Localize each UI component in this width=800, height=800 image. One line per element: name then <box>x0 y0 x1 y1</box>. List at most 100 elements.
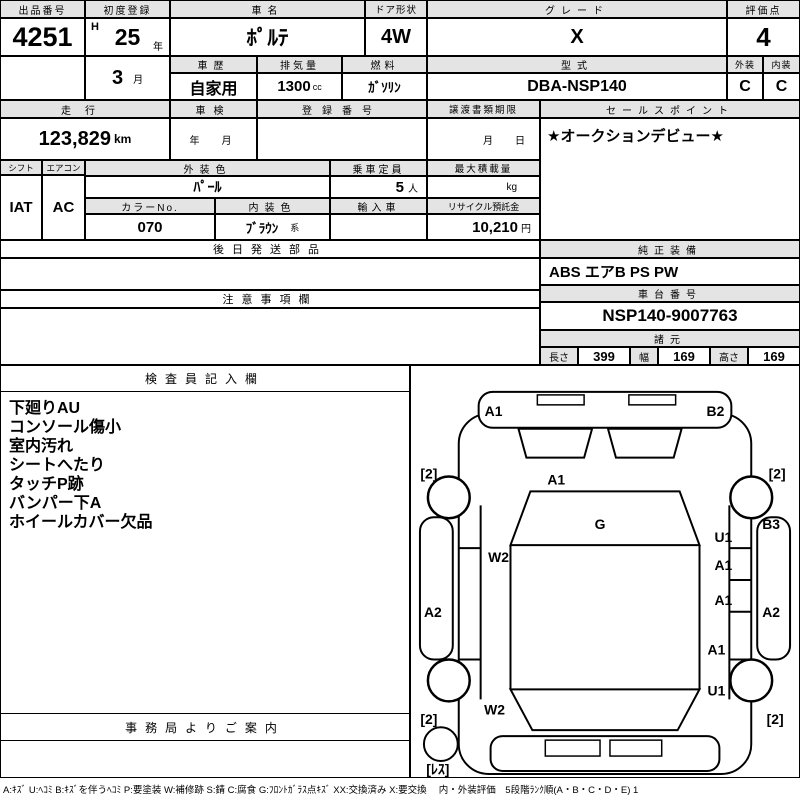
history-header: 車歴 <box>170 56 257 73</box>
first-registration-month: 3 月 <box>85 56 170 100</box>
exterior-grade-header: 外装 <box>727 56 763 73</box>
year-unit: 年 <box>153 42 163 53</box>
recycle-deposit-number: 10,210 <box>472 218 518 236</box>
transfer-deadline-header: 譲渡書類期限 <box>427 100 540 118</box>
damage-code: [2] <box>420 711 437 727</box>
exterior-color-value: ﾊﾟｰﾙ <box>85 176 330 198</box>
aircon-value: AC <box>42 175 85 240</box>
door-shape-header: ドア形状 <box>365 0 427 18</box>
damage-code: [2] <box>420 465 437 481</box>
aircon-header: エアコン <box>42 160 85 175</box>
specs-header: 諸元 <box>540 330 800 347</box>
interior-color-header: 内装色 <box>215 198 330 214</box>
displacement-header: 排気量 <box>257 56 342 73</box>
damage-code: [ﾚｽ] <box>426 761 449 777</box>
front-grille-left <box>536 394 585 406</box>
interior-grade-value: C <box>763 73 800 100</box>
lot-number-value: 4251 <box>0 18 85 56</box>
chassis-number-header: 車台番号 <box>540 285 800 302</box>
door-shape-value: 4W <box>365 18 427 56</box>
front-wheel-right <box>729 475 774 520</box>
history-value: 自家用 <box>170 73 257 100</box>
inspector-note: バンパー下A <box>9 495 102 512</box>
first-registration-year: H 25 年 <box>85 18 170 56</box>
registration-year: 25 <box>114 23 141 50</box>
capacity-number: 5 <box>395 178 404 196</box>
damage-code: [2] <box>767 711 784 727</box>
damage-code: G <box>595 516 606 532</box>
damage-code: A2 <box>762 604 780 620</box>
chassis-number-value: NSP140-9007763 <box>540 302 800 330</box>
caution-notes-value <box>0 308 540 365</box>
capacity-unit: 人 <box>408 183 418 195</box>
damage-code: A1 <box>714 592 732 608</box>
height-value: 169 <box>748 347 800 365</box>
damage-code: A1 <box>485 403 503 419</box>
width-label: 幅 <box>630 347 658 365</box>
office-info-header: 事務局よりご案内 <box>1 713 409 741</box>
front-grille-right <box>628 394 677 406</box>
length-label: 長さ <box>540 347 578 365</box>
lot-number-empty <box>0 56 85 100</box>
width-value: 169 <box>658 347 710 365</box>
damage-code: A1 <box>708 642 726 658</box>
rear-light-right <box>609 739 663 757</box>
rear-light-left <box>544 739 601 757</box>
shift-header: シフト <box>0 160 42 175</box>
mileage-value: 123,829 km <box>0 118 170 160</box>
recycle-deposit-unit: 円 <box>521 223 531 235</box>
inspector-note: ホイールカバー欠品 <box>9 514 153 531</box>
mileage-unit: km <box>113 132 132 146</box>
caution-notes-header: 注意事項欄 <box>0 290 540 308</box>
spare-tire <box>422 726 459 763</box>
rear-window <box>508 688 702 732</box>
model-code-value: DBA-NSP140 <box>427 73 727 100</box>
score-header: 評価点 <box>727 0 800 18</box>
import-car-header: 輸入車 <box>330 198 427 214</box>
rear-wheel-right <box>729 658 774 703</box>
model-code-header: 型式 <box>427 56 727 73</box>
displacement-number: 1300 <box>277 78 311 95</box>
inspection-value: 年 月 <box>170 118 257 160</box>
hood-panel-right <box>606 427 683 459</box>
inspector-notes-header: 検査員記入欄 <box>1 366 409 392</box>
grade-value: X <box>427 18 727 56</box>
sales-point-header: セールスポイント <box>540 100 800 118</box>
damage-code: U1 <box>708 682 726 698</box>
damage-code: A1 <box>714 557 732 573</box>
side-panel-right <box>756 516 792 661</box>
score-value: 4 <box>727 18 800 56</box>
registration-month: 3 <box>111 66 124 89</box>
mileage-header: 走行 <box>0 100 170 118</box>
max-load-value: kg <box>427 176 540 198</box>
era-letter: H <box>91 21 99 33</box>
interior-grade-header: 内装 <box>763 56 800 73</box>
inspector-note: タッチP跡 <box>9 476 84 493</box>
sales-point-value: ★オークションデビュー★ <box>540 118 800 240</box>
capacity-value: 5 人 <box>330 176 427 198</box>
inspector-note: 室内汚れ <box>9 438 74 455</box>
recycle-deposit-value: 10,210 円 <box>427 214 540 240</box>
color-number-value: 070 <box>85 214 215 240</box>
registration-number-value <box>257 118 427 160</box>
interior-color-name: ﾌﾞﾗｳﾝ <box>245 220 279 236</box>
damage-code: W2 <box>488 549 509 565</box>
front-bumper <box>477 390 733 429</box>
month-unit: 月 <box>133 74 144 86</box>
damage-code: A2 <box>424 604 442 620</box>
grade-header: グレード <box>427 0 727 18</box>
interior-color-suffix: 系 <box>290 222 300 233</box>
damage-code: A1 <box>547 471 565 487</box>
damage-code: [2] <box>769 465 786 481</box>
rear-wheel-left <box>426 658 471 703</box>
length-value: 399 <box>578 347 630 365</box>
inspection-header: 車検 <box>170 100 257 118</box>
import-car-value <box>330 214 427 240</box>
transfer-deadline-value: 月 日 <box>427 118 540 160</box>
legend-text: A:ｷｽﾞ U:ﾍｺﾐ B:ｷｽﾞを伴うﾍｺﾐ P:要塗装 W:補修跡 S:錆 … <box>3 785 639 796</box>
